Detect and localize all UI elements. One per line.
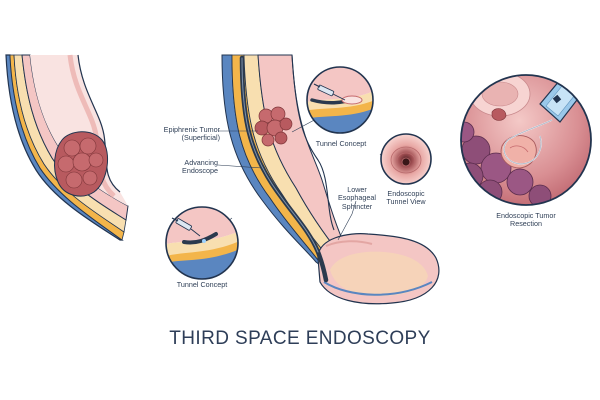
tunnel-concept-bottom-inset [165, 206, 239, 280]
endoscope-icon [539, 75, 591, 123]
syringe-icon [171, 217, 201, 237]
tunnel-concept-top-inset [306, 66, 374, 134]
label-endoscopic-tunnel-view: Endoscopic Tunnel View [386, 189, 426, 207]
syringe-icon [313, 83, 346, 101]
label-tunnel-concept-bottom: Tunnel Concept [176, 280, 228, 289]
label-advancing-endoscope: Advancing Endoscope [182, 158, 218, 176]
label-endoscopic-tumor-resection: Endoscopic Tumor Resection [496, 211, 556, 229]
central-esophagus [221, 54, 440, 305]
endoscopic-tumor-resection-inset [460, 74, 592, 206]
stomach [317, 233, 440, 305]
left-esophagus-segment [5, 54, 129, 241]
label-lower-esophageal-sphincter: Lower Esophageal Sphincter [338, 185, 376, 211]
label-epiphrenic-tumor: Epiphrenic Tumor (Superficial) [163, 125, 220, 143]
central-tumor [254, 106, 293, 147]
diagram-title: THIRD SPACE ENDOSCOPY [169, 328, 431, 349]
endoscopic-tunnel-view-inset [380, 133, 432, 185]
left-tumor [54, 131, 109, 197]
label-tunnel-concept-top: Tunnel Concept [315, 139, 367, 148]
